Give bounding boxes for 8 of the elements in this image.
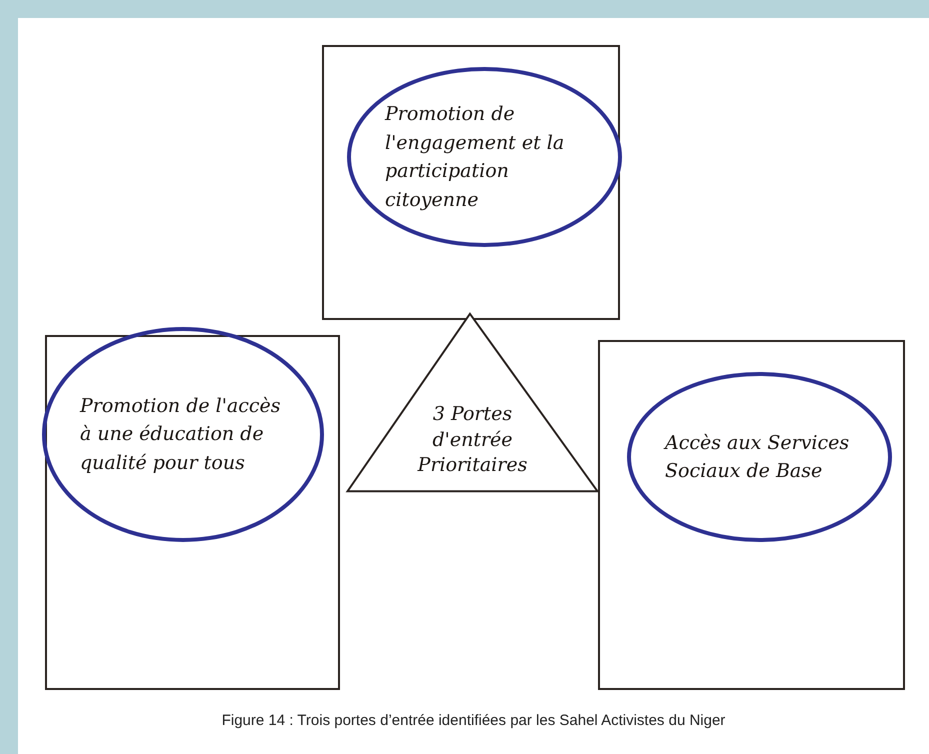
circled-note: Promotion de l'engagement et la participation citoyenne: [347, 67, 622, 247]
figure-caption: Figure 14 : Trois portes d’entrée identifiées par les Sahel Activistes du Niger: [220, 712, 726, 729]
triangle-label: 3 Portes d'entrée Prioritaires: [416, 402, 528, 478]
sketch-box: [598, 340, 905, 690]
circled-note: Promotion de l'accès à une éducation de qualité pour tous: [42, 327, 324, 542]
sketch-box: [322, 45, 620, 320]
triangle-shape: [345, 312, 600, 493]
circled-note: Accès aux Services Sociaux de Base: [627, 372, 892, 542]
